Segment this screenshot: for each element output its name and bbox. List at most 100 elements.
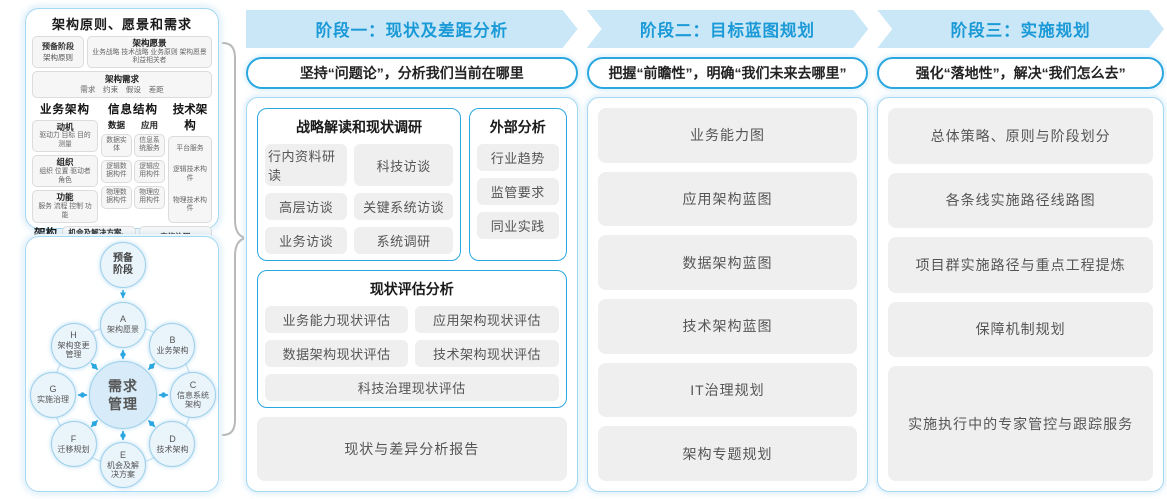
deliverable-box: 各条线实施路径线路图 — [888, 172, 1153, 229]
chip: 数据架构现状评估 — [265, 340, 409, 367]
chip: 行业趋势 — [476, 144, 559, 171]
business-sub-box: 功能服务 流程 控制 功能 — [32, 190, 98, 223]
business-sub-title: 组织 — [56, 157, 74, 168]
principles-card-title: 架构原则、愿景和需求 — [51, 17, 192, 32]
phase-subtitle: 坚持“问题论”，分析我们当前在哪里 — [246, 57, 578, 89]
info-structure-sub-column: 数据数据实体逻辑数据构件物理数据构件 — [101, 117, 132, 223]
adm-node-id: H — [70, 330, 77, 341]
info-item-box: 物理数据构件 — [101, 185, 132, 209]
phase-header: 阶段二：目标蓝图规划 — [587, 10, 869, 48]
phase-column-1: 阶段一：现状及差距分析坚持“问题论”，分析我们当前在哪里战略解读和现状调研行内资… — [246, 10, 578, 492]
architecture-domains-row: 业务架构 动机驱动力 目标 目的 测量组织组织 位置 驱动者 角色功能服务 流程… — [32, 101, 212, 223]
adm-node-label: 迁移规划 — [57, 444, 90, 454]
adm-node-label: 架构变更管理 — [57, 341, 90, 360]
business-sub-box: 动机驱动力 目标 目的 测量 — [32, 119, 98, 153]
phase-panel: 战略解读和现状调研行内资料研读科技访谈高层访谈关键系统访谈业务访谈系统调研外部分… — [246, 97, 578, 492]
business-sub-title: 动机 — [56, 121, 74, 132]
phase-header: 阶段一：现状及差距分析 — [246, 10, 578, 48]
chip: 科技访谈 — [354, 144, 453, 186]
chip-grid: 行内资料研读科技访谈高层访谈关键系统访谈业务访谈系统调研 — [265, 144, 453, 254]
tech-item: 逻辑技术构件 — [173, 166, 207, 182]
tech-item: 物理技术构件 — [173, 196, 207, 213]
phase-subtitle: 把握“前瞻性”，明确“我们未来去哪里” — [586, 57, 869, 89]
prep-line1: 预备阶段 — [42, 42, 74, 52]
deliverable-box: 总体策略、原则与阶段划分 — [888, 108, 1153, 164]
business-architecture-boxes: 动机驱动力 目标 目的 测量组织组织 位置 驱动者 角色功能服务 流程 控制 功… — [32, 117, 98, 223]
chip: 业务能力现状评估 — [265, 306, 409, 333]
tech-architecture-title: 技术架构 — [172, 103, 208, 132]
tech-architecture-box: 平台服务逻辑技术构件物理技术构件 — [168, 135, 212, 223]
deliverable-box: 架构专题规划 — [597, 426, 858, 482]
business-sub-items: 驱动力 目标 目的 测量 — [39, 132, 91, 149]
requirements-items: 需求 约束 假设 差距 — [80, 84, 164, 94]
info-structure-column-group: 信息结构 数据数据实体逻辑数据构件物理数据构件应用信息系统服务逻辑应用构件物理应… — [101, 101, 165, 223]
business-sub-title: 功能 — [56, 192, 74, 203]
vision-title: 架构愿景 — [132, 38, 167, 48]
prep-vision-row: 预备阶段 架构原则 架构愿景 业务战略 技术战略 业务原则 架构愿景 利益相关者 — [32, 36, 212, 69]
preliminary-phase-box: 预备阶段 架构原则 — [32, 36, 84, 69]
business-architecture-title: 业务架构 — [40, 103, 90, 116]
business-sub-items: 服务 流程 控制 功能 — [38, 202, 92, 219]
adm-node-id: C — [189, 379, 197, 390]
adm-node-label: 业务架构 — [156, 345, 189, 355]
deliverable-box: 技术架构蓝图 — [597, 299, 858, 354]
analysis-group: 战略解读和现状调研行内资料研读科技访谈高层访谈关键系统访谈业务访谈系统调研 — [257, 108, 461, 261]
adm-node-id: A — [119, 314, 126, 325]
deliverable-box: 实施执行中的专家管控与跟踪服务 — [888, 366, 1153, 481]
deliverable-box: 数据架构蓝图 — [597, 235, 858, 291]
business-sub-box: 组织组织 位置 驱动者 角色 — [32, 155, 98, 188]
architecture-vision-box: 架构愿景 业务战略 技术战略 业务原则 架构愿景 利益相关者 — [87, 36, 212, 69]
phase1-top-row: 战略解读和现状调研行内资料研读科技访谈高层访谈关键系统访谈业务访谈系统调研外部分… — [257, 108, 567, 261]
adm-node-label: 机会及解决方案 — [107, 460, 139, 479]
adm-node-id: D — [169, 433, 176, 444]
adm-node-id: G — [49, 384, 57, 395]
analysis-group-title: 外部分析 — [489, 119, 546, 135]
chip: 业务访谈 — [265, 227, 348, 254]
adm-node-label: 架构愿景 — [107, 325, 139, 335]
report-box: 现状与差异分析报告 — [257, 417, 567, 481]
info-sub-title: 数据 — [107, 119, 125, 130]
adm-node-label: 实施治理 — [37, 395, 69, 405]
requirements-title: 架构需求 — [104, 74, 139, 85]
adm-node-label: 信息系统架构 — [177, 390, 209, 409]
adm-node-label: 技术架构 — [156, 444, 189, 454]
adm-preliminary-phase-label: 预备阶段 — [113, 253, 133, 276]
phase-panel: 总体策略、原则与阶段划分各条线实施路径线路图项目群实施路径与重点工程提炼保障机制… — [877, 97, 1164, 492]
info-structure-columns: 数据数据实体逻辑数据构件物理数据构件应用信息系统服务逻辑应用构件物理应用构件 — [101, 117, 165, 223]
chip-grid: 业务能力现状评估应用架构现状评估数据架构现状评估技术架构现状评估科技治理现状评估 — [265, 306, 559, 401]
deliverable-box: 业务能力图 — [597, 108, 858, 163]
chip: 技术架构现状评估 — [415, 340, 559, 367]
analysis-group: 外部分析行业趋势监管要求同业实践 — [468, 108, 567, 261]
phase-subtitle: 强化“落地性”，解决“我们怎么去” — [877, 57, 1164, 89]
adm-node-id: F — [70, 433, 77, 444]
deliverable-box: 保障机制规划 — [888, 301, 1153, 358]
analysis-group-title: 战略解读和现状调研 — [295, 119, 422, 135]
chip: 同业实践 — [476, 212, 559, 239]
chip: 行内资料研读 — [265, 144, 348, 186]
architecture-requirements-box: 架构需求 需求 约束 假设 差距 — [32, 71, 212, 98]
adm-node-id: E — [119, 449, 126, 460]
adm-node-id: B — [169, 334, 176, 345]
analysis-group-title: 现状评估分析 — [369, 281, 454, 297]
chip: 关键系统访谈 — [354, 193, 453, 220]
chip: 高层访谈 — [265, 193, 348, 220]
chip-grid: 行业趋势监管要求同业实践 — [476, 144, 559, 239]
info-structure-title: 信息结构 — [108, 103, 158, 116]
chip: 系统调研 — [354, 227, 453, 254]
business-architecture-column: 业务架构 动机驱动力 目标 目的 测量组织组织 位置 驱动者 角色功能服务 流程… — [32, 101, 98, 223]
tech-item: 平台服务 — [176, 144, 204, 152]
phase-column-2: 阶段二：目标蓝图规划把握“前瞻性”，明确“我们未来去哪里”业务能力图应用架构蓝图… — [586, 10, 869, 492]
adm-requirements-management-label: 需求管理 — [108, 377, 138, 412]
business-sub-items: 组织 位置 驱动者 角色 — [39, 167, 91, 184]
adm-requirements-management-circle: 需求管理 — [89, 361, 157, 429]
info-item-box: 数据实体 — [101, 133, 132, 157]
prep-line2: 架构原则 — [43, 53, 73, 63]
